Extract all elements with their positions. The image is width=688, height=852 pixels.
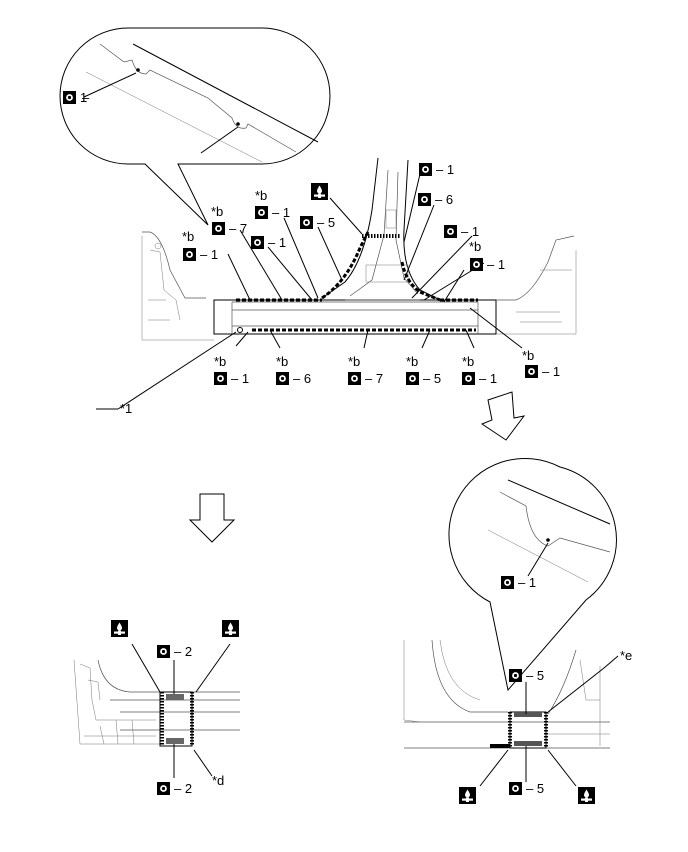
svg-text:– 6: – 6 xyxy=(435,192,453,207)
note-b: *b xyxy=(214,354,226,369)
count-label: – 1 xyxy=(518,575,536,590)
svg-text:– 6: – 6 xyxy=(293,371,311,386)
note-1: *1 xyxy=(120,401,132,416)
magnified-callout-top xyxy=(59,27,331,226)
magnified-callout-bottom xyxy=(448,457,617,692)
note-b: *b xyxy=(182,229,194,244)
note-d: *d xyxy=(212,773,224,788)
vehicle-side-panel-top xyxy=(141,157,577,341)
spot-weld-icon xyxy=(157,645,170,658)
note-b: *b xyxy=(211,204,223,219)
brazing-sealer-icon xyxy=(222,620,239,637)
detail-left-front-joint xyxy=(73,643,240,778)
spot-weld-icon xyxy=(63,91,76,104)
down-arrow-icon xyxy=(480,391,526,441)
note-b: *b xyxy=(522,348,534,363)
brazing-sealer-icon xyxy=(459,787,476,804)
brazing-sealer-icon xyxy=(111,620,128,637)
note-b: *b xyxy=(462,354,474,369)
note-b: *b xyxy=(469,239,481,254)
detail-right-rear-joint xyxy=(403,639,619,787)
spot-weld-icon xyxy=(157,782,170,795)
count-label: – 1 xyxy=(200,247,218,262)
svg-text:– 1: – 1 xyxy=(487,257,505,272)
brazing-sealer-icon xyxy=(578,787,595,804)
svg-text:– 7: – 7 xyxy=(365,371,383,386)
note-b: *b xyxy=(348,354,360,369)
count-label: – 2 xyxy=(174,781,192,796)
note-b: *b xyxy=(276,354,288,369)
callout-group: *b – 1 *b – 7 *b – 1 – 1 – 5 – 1 – 6 – 1… xyxy=(120,162,560,416)
count-label: – 5 xyxy=(526,668,544,683)
svg-text:– 7: – 7 xyxy=(229,221,247,236)
note-b: *b xyxy=(255,188,267,203)
svg-text:– 1: – 1 xyxy=(436,162,454,177)
dash: – xyxy=(82,90,90,105)
count-label: – 2 xyxy=(174,644,192,659)
svg-text:– 1: – 1 xyxy=(268,235,286,250)
svg-text:– 1: – 1 xyxy=(461,224,479,239)
svg-text:– 1: – 1 xyxy=(272,205,290,220)
svg-text:– 5: – 5 xyxy=(423,371,441,386)
count-label: – 5 xyxy=(526,781,544,796)
spot-weld-icon xyxy=(509,669,522,682)
note-b: *b xyxy=(406,354,418,369)
spot-weld-icon xyxy=(501,576,514,589)
down-arrow-icon xyxy=(188,493,236,543)
svg-text:– 5: – 5 xyxy=(317,215,335,230)
leader-lines-top xyxy=(96,173,523,410)
svg-text:– 1: – 1 xyxy=(542,364,560,379)
svg-text:– 1: – 1 xyxy=(231,371,249,386)
brazing-sealer-icon xyxy=(311,183,328,200)
svg-text:– 1: – 1 xyxy=(479,371,497,386)
note-e: *e xyxy=(620,648,632,663)
spot-weld-icon xyxy=(509,782,522,795)
count-label: 1 xyxy=(80,90,87,105)
